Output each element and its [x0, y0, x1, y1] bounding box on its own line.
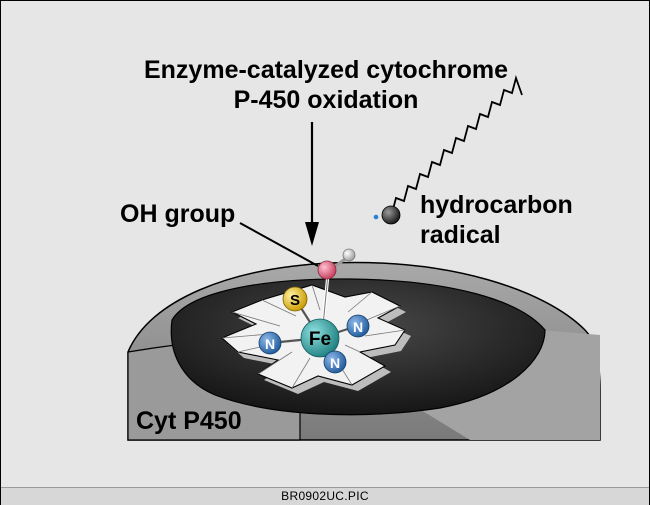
title-line-2: P-450 oxidation [234, 86, 419, 114]
title-line-1: Enzyme-catalyzed cytochrome [144, 56, 508, 84]
nitrogen-atom-bottom [323, 350, 347, 374]
oh-group-label: OH group [120, 200, 235, 228]
sulfur-label: S [290, 292, 300, 309]
oxidation-arrow-head [305, 222, 319, 246]
nitrogen-label-right: N [353, 319, 363, 335]
enzyme-label: Cyt P450 [136, 407, 242, 435]
hydrogen-atom [342, 248, 356, 262]
sulfur-atom [282, 286, 308, 312]
oxygen-atom [317, 260, 337, 280]
oh-pointer-line [239, 222, 319, 267]
iron-label: Fe [309, 329, 331, 350]
nitrogen-atom-right [346, 314, 370, 338]
nitrogen-label-bottom: N [330, 355, 340, 371]
radical-label-line-2: radical [420, 221, 501, 249]
filename-label: BR0902UC.PIC [281, 489, 369, 503]
hydrocarbon-chain [391, 74, 523, 214]
iron-atom [300, 318, 340, 358]
nitrogen-label-left: N [265, 336, 275, 352]
carbon-radical-atom [381, 205, 401, 225]
radical-electron-dot [373, 214, 379, 220]
radical-label-line-1: hydrocarbon [420, 191, 573, 219]
status-bar: BR0902UC.PIC [1, 487, 649, 505]
nitrogen-atom-left [258, 331, 282, 355]
